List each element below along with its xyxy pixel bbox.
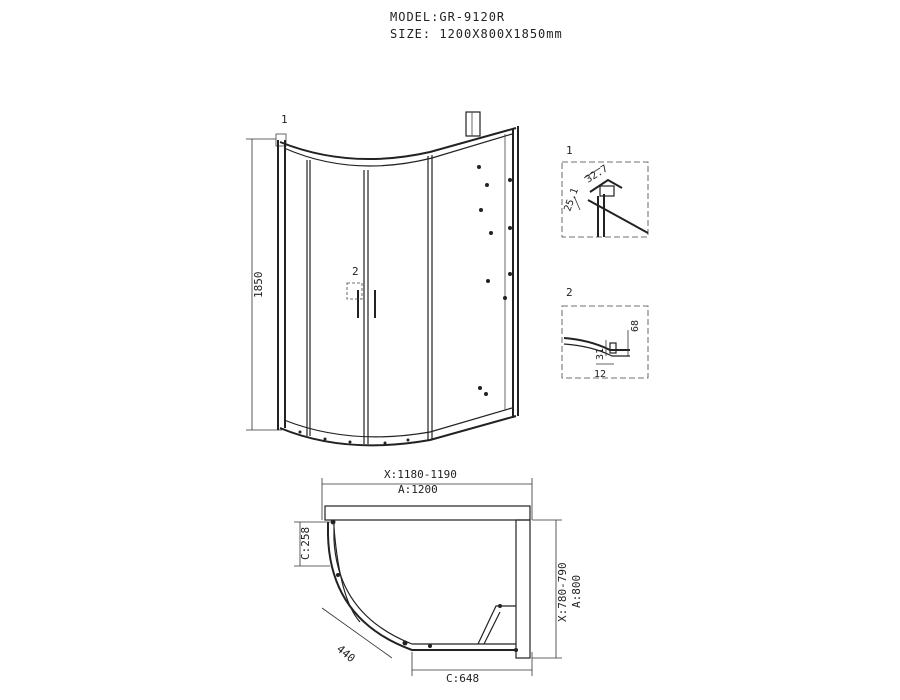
callout-2-box bbox=[346, 282, 363, 300]
plan-c-side: C:258 bbox=[299, 527, 312, 560]
callout-1-label: 1 bbox=[281, 113, 288, 126]
detail-2-label: 2 bbox=[566, 286, 573, 299]
plan-diagonal: 440 bbox=[334, 642, 358, 665]
model-label: MODEL:GR-9120R bbox=[390, 10, 506, 24]
plan-x-depth: X:780-790 bbox=[556, 562, 569, 622]
detail-2-dim-12: 12 bbox=[594, 369, 606, 380]
plan-x-width: X:1180-1190 bbox=[384, 468, 457, 481]
plan-c-bottom: C:648 bbox=[446, 672, 479, 685]
detail-1-dim-height: 25.1 bbox=[562, 187, 581, 213]
height-dimension: 1850 bbox=[246, 138, 282, 431]
plan-a-depth: A:800 bbox=[570, 575, 583, 608]
front-elevation: 1850 1 2 bbox=[246, 111, 519, 447]
side-wall-hatch bbox=[515, 519, 531, 659]
plan-a-width: A:1200 bbox=[398, 483, 438, 496]
jet-dots bbox=[298, 165, 512, 445]
height-label: 1850 bbox=[252, 272, 265, 299]
detail-1-label: 1 bbox=[566, 144, 573, 157]
front-frame bbox=[277, 140, 286, 430]
size-label: SIZE: 1200X800X1850mm bbox=[390, 27, 563, 41]
curved-enclosure bbox=[327, 522, 516, 651]
detail-2: 2 68 31 12 bbox=[561, 286, 649, 380]
wall-bracket bbox=[465, 111, 481, 137]
callout-2-label: 2 bbox=[352, 265, 359, 278]
plan-view: X:1180-1190 A:1200 C:258 440 C:648 bbox=[294, 468, 583, 685]
back-wall-hatch bbox=[324, 505, 531, 521]
detail-1: 1 32.7 25.1 bbox=[561, 144, 649, 238]
detail-2-dim-31: 31 bbox=[595, 348, 606, 360]
detail-2-dim-68: 68 bbox=[630, 320, 641, 332]
